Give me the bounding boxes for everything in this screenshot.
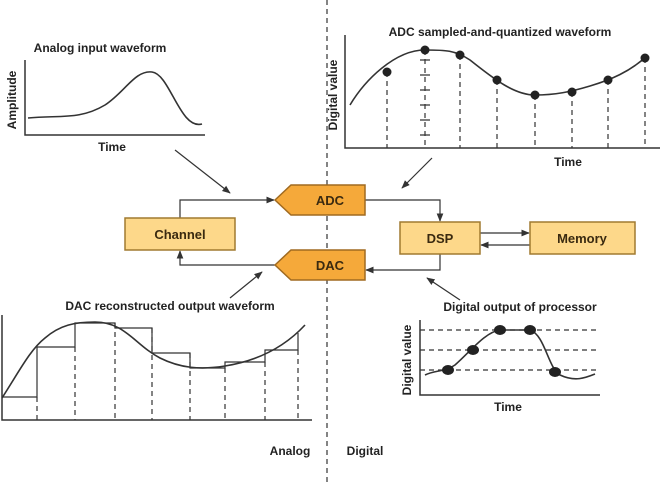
svg-text:DAC: DAC [316,258,345,273]
arrow-icon [401,157,433,189]
arrow-icon [174,149,231,194]
analog-input-ylabel: Amplitude [5,70,19,129]
adc-block: ADC [273,184,366,216]
axes [419,320,600,396]
sample-lines [386,50,646,148]
arrow-icon [426,277,461,301]
arrow-icon [229,271,263,299]
adc-to-dsp-line [365,199,444,222]
staircase [2,322,299,398]
channel-to-adc-line [179,196,275,218]
svg-text:ADC: ADC [316,193,345,208]
analog-input-title: Analog input waveform [34,41,167,55]
analog-input-xlabel: Time [98,140,126,154]
axes [344,35,660,149]
output-points [442,325,561,377]
dac-block: DAC [273,249,366,281]
memory-block: Memory [529,221,636,255]
adc-plot-ylabel: Digital value [326,59,340,130]
svg-text:Memory: Memory [557,231,608,246]
dsp-block: DSP [399,221,481,255]
axes [24,60,205,136]
quantization-ticks [420,59,430,136]
step-lines [36,323,299,420]
level-lines [420,329,600,371]
digital-output-title: Digital output of processor [443,300,597,314]
digital-output-plot: Digital output of processor Digital valu… [400,300,600,414]
adc-plot: ADC sampled-and-quantized waveform Digit… [326,25,660,169]
adc-plot-title: ADC sampled-and-quantized waveform [389,25,612,39]
digital-domain-label: Digital [347,444,384,458]
sample-points [382,45,650,100]
svg-text:Channel: Channel [154,227,205,242]
adc-plot-xlabel: Time [554,155,582,169]
waveform [1,321,306,399]
svg-text:DSP: DSP [427,231,454,246]
dsp-to-dac-line [365,254,441,274]
waveform [27,71,203,125]
dac-plot: DAC reconstructed output waveform [1,299,312,421]
dac-plot-title: DAC reconstructed output waveform [65,299,274,313]
dac-to-channel-line [176,250,275,266]
digital-output-ylabel: Digital value [400,324,414,395]
analog-domain-label: Analog [270,444,311,458]
digital-output-xlabel: Time [494,400,522,414]
axes [1,315,312,421]
analog-input-plot: Analog input waveform Amplitude Time [5,41,205,154]
channel-block: Channel [124,217,236,251]
